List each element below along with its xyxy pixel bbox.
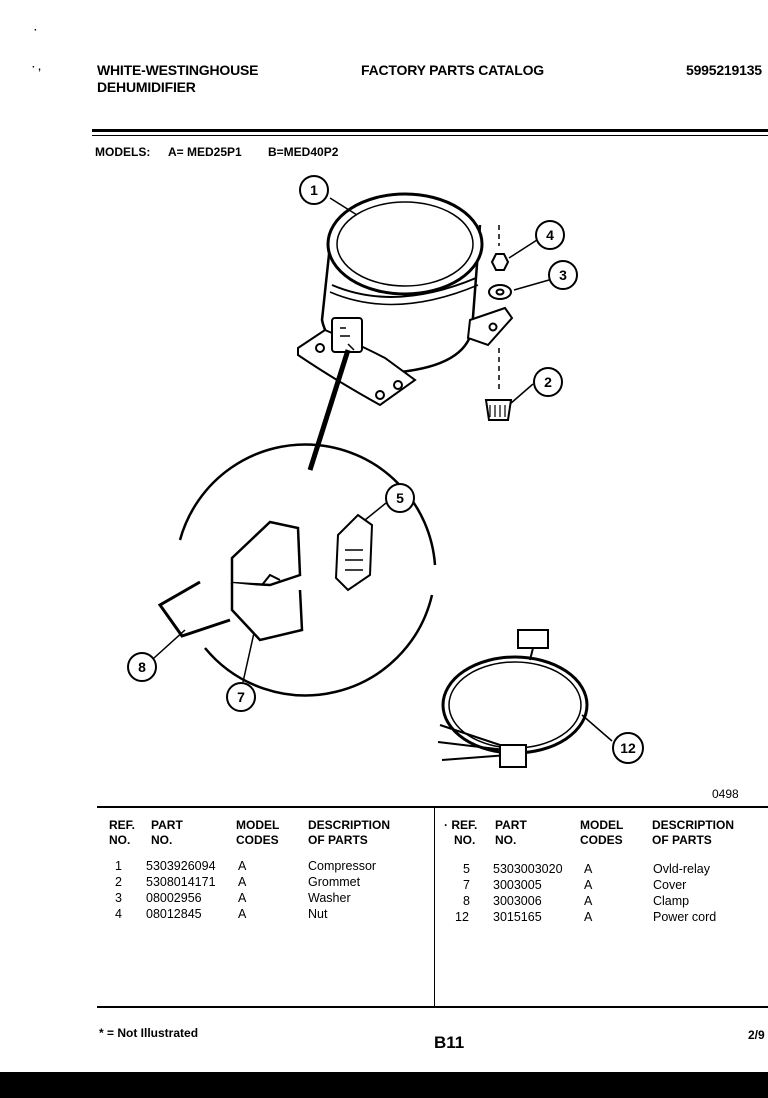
relay-cover-illustration	[230, 520, 304, 642]
power-cord-illustration	[437, 629, 589, 768]
table-rule-bottom	[97, 1006, 768, 1008]
part-cell: 08002956	[146, 891, 202, 905]
product-type: DEHUMIDIFIER	[97, 79, 196, 95]
compressor-illustration	[297, 192, 514, 407]
ref-cell: 1	[115, 859, 122, 873]
ref-header-2: NO.	[454, 833, 476, 847]
part-cell: 08012845	[146, 907, 202, 921]
ref-header: REF.	[109, 818, 136, 832]
desc-cell: Power cord	[653, 910, 717, 924]
code-cell: A	[238, 907, 247, 921]
scan-edge-mark	[0, 683, 14, 685]
overload-relay-illustration	[334, 513, 374, 592]
svg-text:7: 7	[237, 689, 245, 705]
svg-text:4: 4	[546, 227, 554, 243]
ref-header: · REF.	[444, 818, 478, 832]
code-cell: A	[238, 859, 247, 873]
catalog-number: 5995219135	[686, 62, 762, 78]
part-header-2: NO.	[151, 833, 173, 847]
part-cell: 3003006	[493, 894, 542, 908]
model-header-2: CODES	[236, 833, 279, 847]
desc-header-2: OF PARTS	[652, 833, 712, 847]
callout-7: 7	[226, 682, 256, 712]
desc-cell: Grommet	[308, 875, 361, 889]
model-a: A= MED25P1	[168, 145, 242, 159]
code-cell: A	[238, 891, 247, 905]
ref-cell: 8	[463, 894, 470, 908]
callout-8: 8	[127, 652, 157, 682]
part-cell: 5303003020	[493, 862, 563, 876]
part-cell: 5303926094	[146, 859, 216, 873]
ref-cell: 3	[115, 891, 122, 905]
models-label: MODELS:	[95, 145, 151, 159]
clamp-illustration	[157, 580, 231, 638]
model-header: MODEL	[580, 818, 624, 832]
table-rule-top	[97, 806, 768, 808]
code-cell: A	[584, 894, 593, 908]
ref-cell: 2	[115, 875, 122, 889]
code-cell: A	[584, 910, 593, 924]
page-number: B11	[434, 1033, 465, 1052]
desc-cell: Washer	[308, 891, 351, 905]
brand-name: WHITE-WESTINGHOUSE	[97, 62, 259, 78]
header-rule-bottom	[92, 135, 768, 136]
callout-12: 12	[612, 732, 644, 764]
catalog-title: FACTORY PARTS CATALOG	[361, 62, 544, 78]
callout-1: 1	[299, 175, 329, 205]
ref-cell: 5	[463, 862, 470, 876]
scan-mark: · ,	[32, 62, 41, 73]
callout-2: 2	[533, 367, 563, 397]
part-header: PART	[151, 818, 183, 832]
table-divider	[434, 808, 435, 1006]
desc-cell: Clamp	[653, 894, 690, 908]
desc-cell: Cover	[653, 878, 687, 892]
ref-cell: 4	[115, 907, 122, 921]
svg-text:5: 5	[396, 490, 404, 506]
part-header-2: NO.	[495, 833, 517, 847]
scan-mark: ·	[34, 25, 38, 36]
part-cell: 3003005	[493, 878, 542, 892]
svg-text:2: 2	[544, 374, 552, 390]
code-cell: A	[238, 875, 247, 889]
code-cell: A	[584, 862, 593, 876]
part-header: PART	[495, 818, 527, 832]
ref-header-2: NO.	[109, 833, 131, 847]
callout-3: 3	[548, 260, 578, 290]
part-cell: 3015165	[493, 910, 542, 924]
svg-text:8: 8	[138, 659, 146, 675]
header-rule-top	[92, 129, 768, 132]
part-cell: 5308014171	[146, 875, 216, 889]
not-illustrated-note: * = Not Illustrated	[99, 1026, 199, 1040]
exploded-parts-diagram	[153, 192, 613, 768]
callout-4: 4	[535, 220, 565, 250]
desc-cell: Ovld-relay	[653, 862, 710, 876]
callout-5: 5	[385, 483, 415, 513]
revision-date: 2/9	[748, 1028, 765, 1042]
desc-header-2: OF PARTS	[308, 833, 368, 847]
svg-text:12: 12	[620, 740, 636, 756]
svg-text:3: 3	[559, 267, 567, 283]
model-b: B=MED40P2	[268, 145, 339, 159]
figure-code: 0498	[712, 787, 739, 801]
svg-text:1: 1	[310, 182, 318, 198]
code-cell: A	[584, 878, 593, 892]
parts-catalog-page: · · , WHITE-WESTINGHOUSE DEHUMIDIFIER FA…	[0, 0, 768, 1072]
desc-header: DESCRIPTION	[308, 818, 391, 832]
desc-header: DESCRIPTION	[652, 818, 735, 832]
mounting-hardware	[484, 225, 513, 421]
callout-layer: 1 2 3 4 5 7 8 12	[127, 175, 644, 764]
desc-cell: Nut	[308, 907, 328, 921]
model-header-2: CODES	[580, 833, 623, 847]
desc-cell: Compressor	[308, 859, 377, 873]
model-header: MODEL	[236, 818, 280, 832]
ref-cell: 7	[463, 878, 470, 892]
ref-cell: 12	[455, 910, 469, 924]
